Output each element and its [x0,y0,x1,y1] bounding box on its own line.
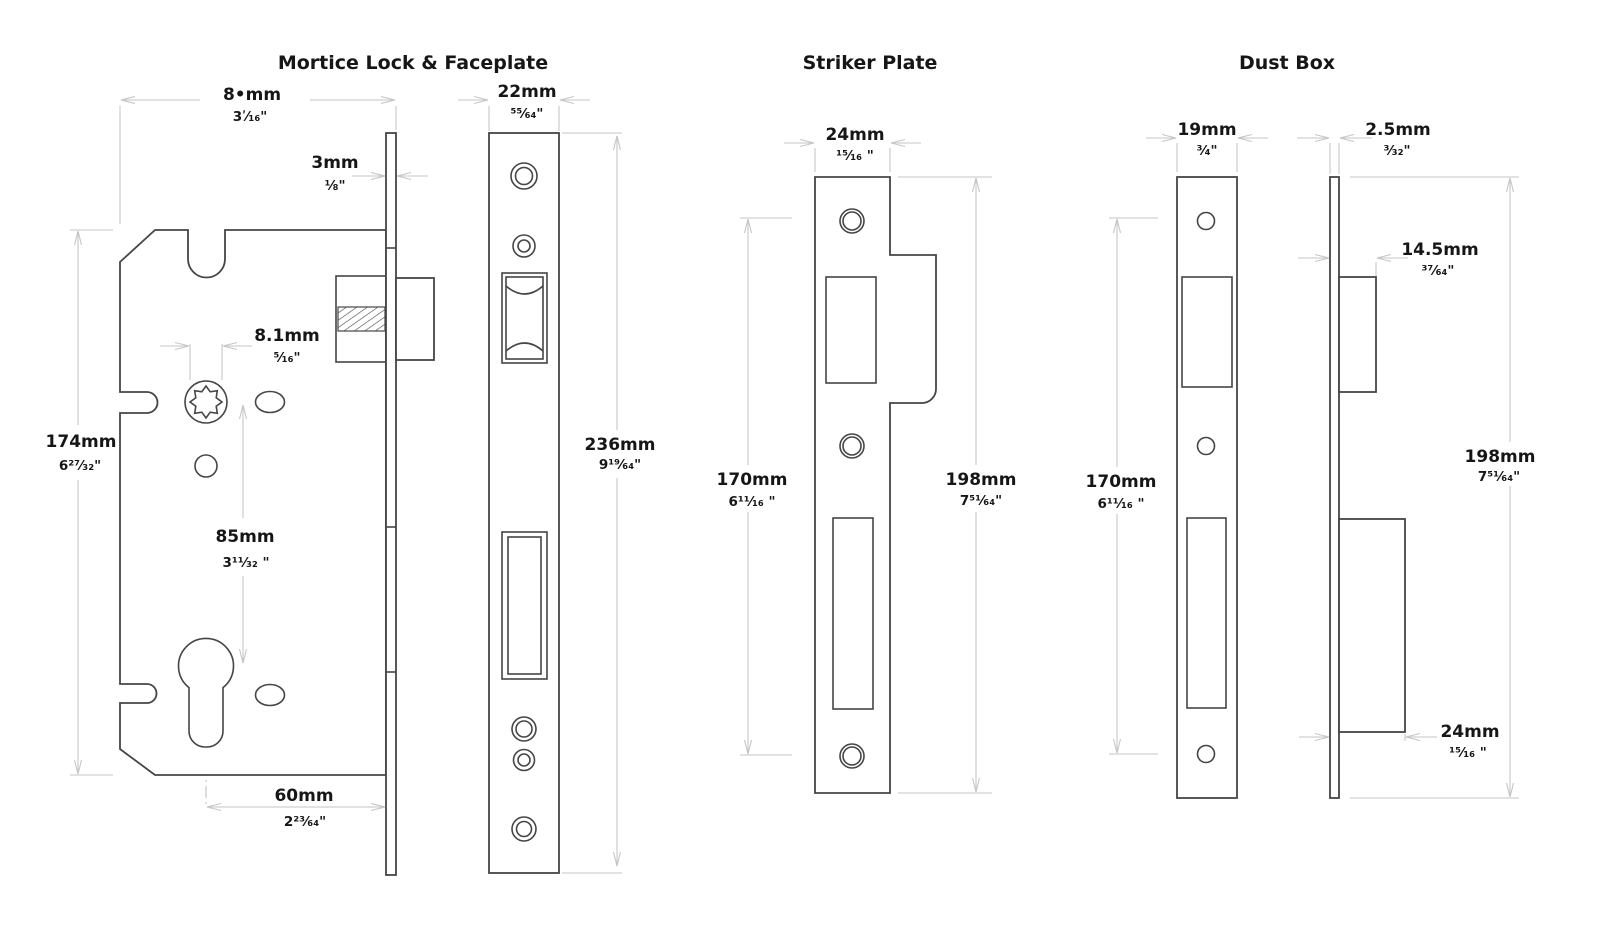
dim-bolt-box-depth-in: ¹⁵⁄₁₆ " [1449,745,1487,761]
euro-cylinder-cutout [177,637,235,748]
dim-body-width-in: 3ʹ⁄₁₆" [233,109,268,125]
deadbolt-opening [501,531,548,680]
screw-hole [512,234,536,258]
dim-faceplate-width-in: ⁵⁵⁄₆₄" [511,106,544,122]
latch-opening [501,272,548,364]
dim-dustbox-height-mm: 198mm [1465,447,1536,467]
latch-bolt-face [505,276,544,360]
dim-centres-in: 3¹¹⁄₃₂ " [222,555,269,571]
dim-striker-centres-in: 6¹¹⁄₁₆ " [728,494,775,510]
deadbolt-dust-box [1338,518,1406,733]
dim-follower-mm: 8.1mm [254,326,320,346]
faceplate-side-view [385,132,397,876]
screw-hole [510,162,538,190]
slot-hole-upper [254,390,286,414]
dim-faceplate-height-in: 9¹⁹⁄₆₄" [599,457,641,473]
screw-hole [842,211,862,231]
screw-hole [511,716,537,742]
screw-hole [517,239,531,253]
dim-striker-centres-mm: 170mm [717,470,788,490]
dim-striker-height-mm: 198mm [946,470,1017,490]
fixing-hole [194,454,218,478]
screw-hole [842,746,862,766]
dim-dustbox-centres-mm: 170mm [1086,472,1157,492]
latch-dust-box [1338,276,1377,393]
screw-hole [1196,436,1216,456]
dim-dustbox-centres-in: 6¹¹⁄₁₆ " [1097,496,1144,512]
striker-plate-diagram: 24mm ¹⁵⁄₁₆ " 170mm 6¹¹⁄₁₆ " 198mm 7⁵¹⁄₆₄… [717,125,1017,794]
mortice-lock-title: Mortice Lock & Faceplate [278,52,548,74]
dim-dustbox-height-in: 7⁵¹⁄₆₄" [1478,469,1520,485]
dim-striker-height-in: 7⁵¹⁄₆₄" [960,493,1002,509]
lock-body-outline [119,229,387,776]
dim-backset-mm: 60mm [274,786,333,806]
dim-faceplate-width-mm: 22mm [497,82,556,102]
screw-hole [514,166,534,186]
dim-faceplate-height-mm: 236mm [585,435,656,455]
dim-body-width-mm: 8•mm [223,85,281,105]
latch-opening [1181,276,1233,388]
screw-hole [842,436,862,456]
dim-follower-in: ⁵⁄₁₆" [273,350,300,366]
dim-plate-thickness-mm: 2.5mm [1365,120,1431,140]
dim-striker-width-mm: 24mm [825,125,884,145]
dust-box-title: Dust Box [1239,52,1335,74]
deadbolt-face [507,536,542,675]
latch-opening [825,276,877,384]
striker-plate-outline [814,176,937,794]
slot-hole-lower [254,683,286,707]
latch-spring-hatch [337,306,386,332]
dim-faceplate-thickness-in: ¹⁄₈" [324,178,345,194]
dim-faceplate-thickness-mm: 3mm [311,153,358,173]
faceplate-front-view [488,132,560,874]
follower-star [188,384,224,420]
latch-bolt-curve-top [505,285,544,295]
dim-latch-box-depth-in: ³⁷⁄₆₄" [1422,263,1455,279]
screw-hole [1196,211,1216,231]
latch-bolt-curve-bottom [505,342,544,352]
mortice-lock-diagram: 8•mm 3ʹ⁄₁₆" 3mm ¹⁄₈" 22mm ⁵⁵⁄₆₄" 8.1mm ⁵… [46,82,656,876]
follower-hole [184,380,228,424]
screw-hole [839,208,865,234]
dim-dustbox-width-mm: 19mm [1177,120,1236,140]
dim-latch-box-depth-mm: 14.5mm [1401,240,1478,260]
dust-box-front-view [1176,176,1238,799]
deadbolt-opening [832,517,874,710]
dust-box-diagram: 19mm ³⁄₄" 2.5mm ³⁄₃₂" 14.5mm ³⁷⁄₆₄" 170m… [1086,120,1536,799]
dim-striker-width-in: ¹⁵⁄₁₆ " [836,148,874,164]
dim-backset-in: 2²³⁄₆₄" [284,814,326,830]
dim-dustbox-width-in: ³⁄₄" [1196,143,1217,159]
screw-hole [517,753,531,767]
dust-box-side-view [1329,176,1340,799]
screw-hole [511,816,537,842]
screw-hole [515,820,533,838]
screw-hole [839,433,865,459]
dim-body-height-in: 6²⁷⁄₃₂" [59,458,101,474]
dim-plate-thickness-in: ³⁄₃₂" [1383,143,1410,159]
latch-bolt-head [395,277,435,361]
deadbolt-opening [1186,517,1227,709]
screw-hole [512,748,536,772]
screw-hole [515,720,533,738]
dim-body-height-mm: 174mm [46,432,117,452]
dim-bolt-box-depth-mm: 24mm [1440,722,1499,742]
screw-hole [1196,744,1216,764]
screw-hole [839,743,865,769]
dim-centres-mm: 85mm [215,527,274,547]
striker-plate-title: Striker Plate [803,52,938,74]
